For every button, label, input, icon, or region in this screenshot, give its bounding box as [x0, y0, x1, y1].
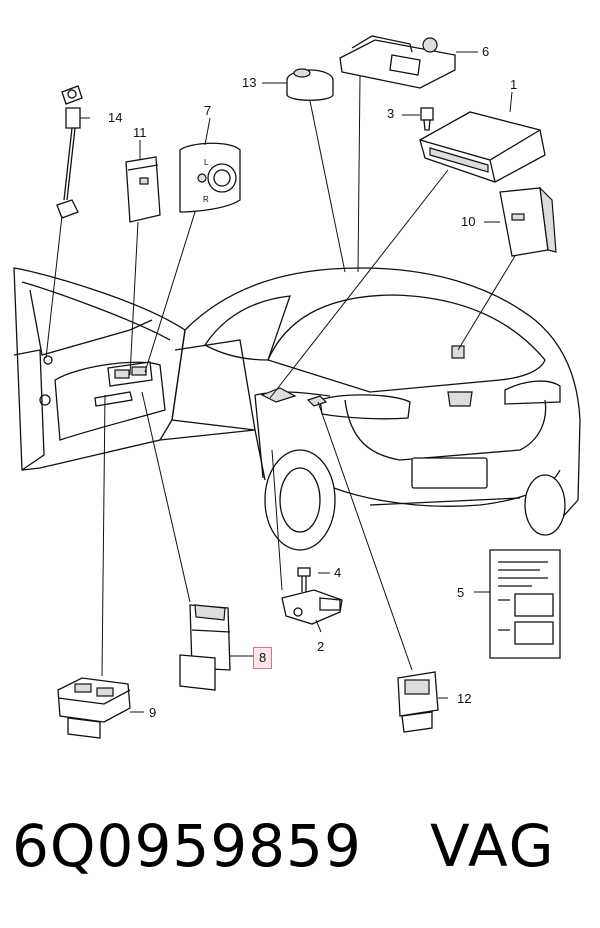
part-10-switch — [499, 186, 557, 257]
callout-5: 5 — [457, 585, 465, 600]
part-6-bracket — [339, 35, 456, 89]
part-14-lock-cable — [56, 85, 83, 219]
callout-11: 11 — [133, 125, 147, 140]
leader-lines — [45, 51, 516, 713]
part-13-sensor — [286, 68, 334, 101]
callout-1: 1 — [510, 77, 518, 92]
callout-6: 6 — [482, 44, 490, 59]
callout-8: 8 — [253, 647, 273, 669]
part-7-mirror-switch: L R — [179, 142, 241, 213]
door-illustration — [13, 267, 186, 471]
part-number-code: 6Q0959859 — [12, 812, 362, 880]
callout-12: 12 — [457, 691, 472, 706]
part-1-control-unit — [419, 111, 546, 183]
callout-10: 10 — [461, 214, 476, 229]
callout-3: 3 — [387, 106, 395, 121]
part-3-nut — [420, 107, 434, 131]
part-number-caption: 6Q0959859 VAG — [12, 812, 592, 902]
car-illustration — [159, 267, 581, 551]
callout-2: 2 — [317, 639, 325, 654]
brand-name: VAG — [430, 812, 556, 880]
parts-diagram: L R — [13, 35, 581, 739]
part-5-label-card — [489, 549, 561, 659]
callout-7: 7 — [204, 103, 212, 118]
part-4-bolt — [297, 567, 311, 592]
part-11-window-switch — [125, 156, 161, 223]
callout-13: 13 — [242, 75, 257, 90]
part-12-switch — [397, 671, 439, 733]
callout-4: 4 — [334, 565, 342, 580]
part-2-crash-sensor — [281, 589, 343, 625]
part-9-switch-module — [57, 677, 131, 739]
callout-14: 14 — [108, 110, 123, 125]
part-8-switch — [179, 604, 231, 691]
mirror-right-mark: R — [203, 195, 209, 204]
callout-9: 9 — [149, 705, 157, 720]
mirror-left-mark: L — [204, 158, 209, 167]
